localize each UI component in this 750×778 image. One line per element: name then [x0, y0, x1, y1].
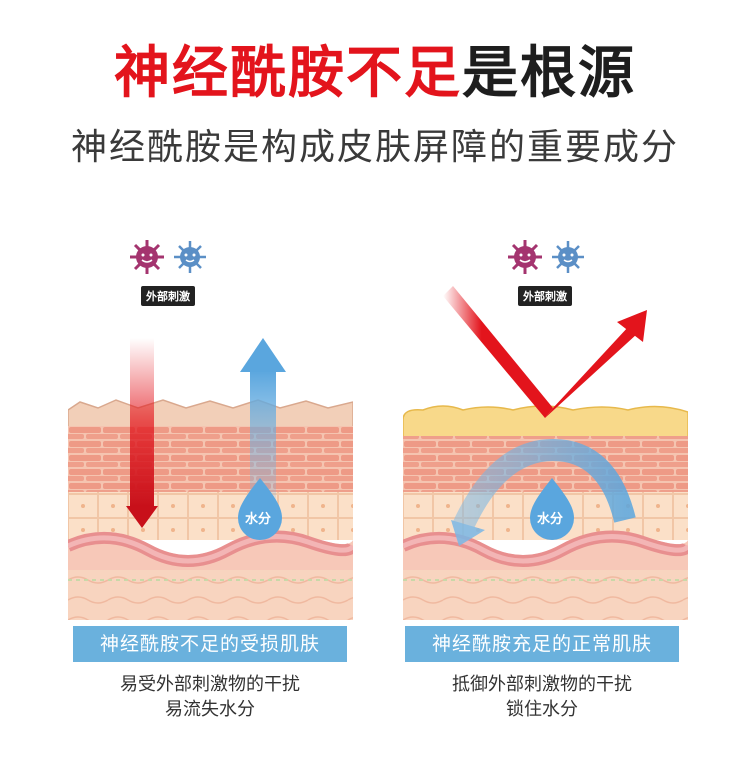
virus-purple-icon [508, 240, 542, 274]
left-skin-illustration [68, 240, 353, 620]
stimulus-label: 外部刺激 [141, 286, 195, 306]
page-subtitle: 神经酰胺是构成皮肤屏障的重要成分 [70, 127, 679, 168]
title-dark-part: 是根源 [462, 41, 636, 106]
virus-purple-icon [130, 240, 164, 274]
right-desc-line1: 抵御外部刺激物的干扰 [452, 674, 632, 695]
water-drop-icon [238, 478, 282, 540]
water-drop-icon [530, 478, 574, 540]
red-down-arrow-icon [126, 338, 158, 528]
title-red-part: 神经酰胺不足 [114, 41, 462, 106]
right-caption-banner: 神经酰胺充足的正常肌肤 [405, 626, 679, 662]
left-caption-banner: 神经酰胺不足的受损肌肤 [73, 626, 347, 662]
right-skin-panel: 外部刺激 水分 [403, 230, 688, 620]
left-desc-line2: 易流失水分 [165, 699, 255, 720]
left-skin-panel: 外部刺激 水分 [68, 230, 353, 620]
left-skin-layers [68, 399, 353, 620]
stimulus-label: 外部刺激 [518, 286, 572, 306]
left-description: 易受外部刺激物的干扰 易流失水分 [73, 672, 347, 722]
virus-blue-icon [174, 241, 206, 273]
left-desc-line1: 易受外部刺激物的干扰 [120, 674, 300, 695]
right-skin-illustration [403, 240, 688, 620]
red-reflect-arrow-icon [443, 286, 647, 418]
right-description: 抵御外部刺激物的干扰 锁住水分 [405, 672, 679, 722]
right-desc-line2: 锁住水分 [506, 699, 578, 720]
water-label: 水分 [537, 512, 564, 527]
virus-blue-icon [552, 241, 584, 273]
water-label: 水分 [245, 512, 272, 527]
blue-circular-arrow-icon [451, 438, 636, 546]
blue-up-arrow-icon [240, 338, 286, 500]
page-title: 神经酰胺不足是根源 [0, 28, 750, 109]
